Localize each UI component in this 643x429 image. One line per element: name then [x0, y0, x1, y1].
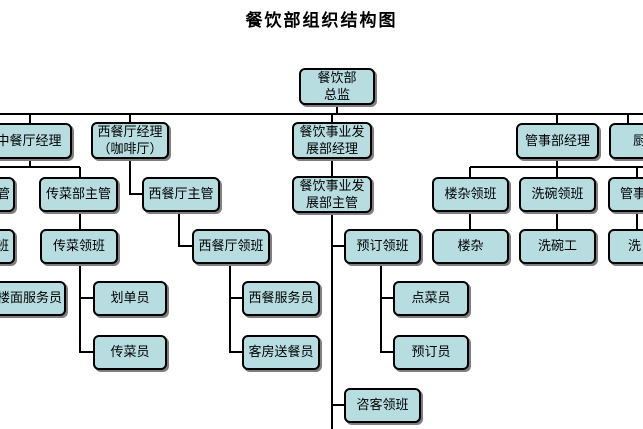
node-floor-staff-partial: 楼面服务员	[0, 281, 66, 316]
node-floor-leader-partial: 班	[0, 229, 15, 264]
node-dish-staff: 洗碗工	[519, 229, 596, 264]
connector-booking-staff	[380, 264, 393, 353]
connector-western-chain	[129, 158, 143, 195]
node-runner: 传菜员	[93, 335, 167, 370]
connector-runner-chain	[79, 212, 93, 353]
node-western-manager: 西餐厅经理 （咖啡厅）	[91, 122, 169, 159]
node-host-leader: 咨客领班	[344, 388, 421, 423]
node-dev-manager: 餐饮事业发 展部经理	[292, 122, 372, 159]
node-misc-leader: 楼杂领班	[432, 177, 509, 212]
node-marker: 划单员	[93, 281, 167, 316]
node-dev-sup: 餐饮事业发 展部主管	[292, 176, 372, 213]
node-chinese-manager: 中餐厅经理	[0, 123, 72, 159]
node-western-leader: 西餐厅领班	[192, 229, 270, 264]
node-steward-sup-partial: 管事	[608, 177, 643, 212]
node-dish-staff-partial: 洗	[608, 229, 643, 264]
node-kitchen-partial: 厨	[609, 123, 643, 159]
node-room-service: 客房送餐员	[242, 335, 320, 370]
node-runner-leader: 传菜领班	[40, 229, 118, 264]
connector-westernsup-leader	[178, 212, 193, 247]
node-steward-manager: 管事部经理	[516, 123, 599, 159]
node-booking-leader: 预订领班	[344, 229, 421, 264]
node-runner-sup: 传菜部主管	[39, 177, 118, 212]
connector-steward-leaders	[469, 158, 643, 177]
chart-title: 餐饮部组织结构图	[245, 11, 398, 31]
node-order-taker: 点菜员	[393, 281, 469, 316]
connector-dev-spine	[331, 212, 344, 429]
node-western-waiter: 西餐服务员	[242, 281, 320, 316]
connector-westernleader-staff	[229, 264, 243, 353]
node-director: 餐饮部 总监	[299, 68, 375, 105]
node-dish-leader: 洗碗领班	[519, 177, 596, 212]
node-misc-staff: 楼杂	[432, 229, 509, 264]
node-booking-clerk: 预订员	[393, 335, 469, 370]
node-floor-sup-partial: 管	[0, 177, 15, 212]
connector-chinese-sups	[0, 158, 81, 177]
node-western-sup: 西餐厅主管	[142, 177, 220, 212]
